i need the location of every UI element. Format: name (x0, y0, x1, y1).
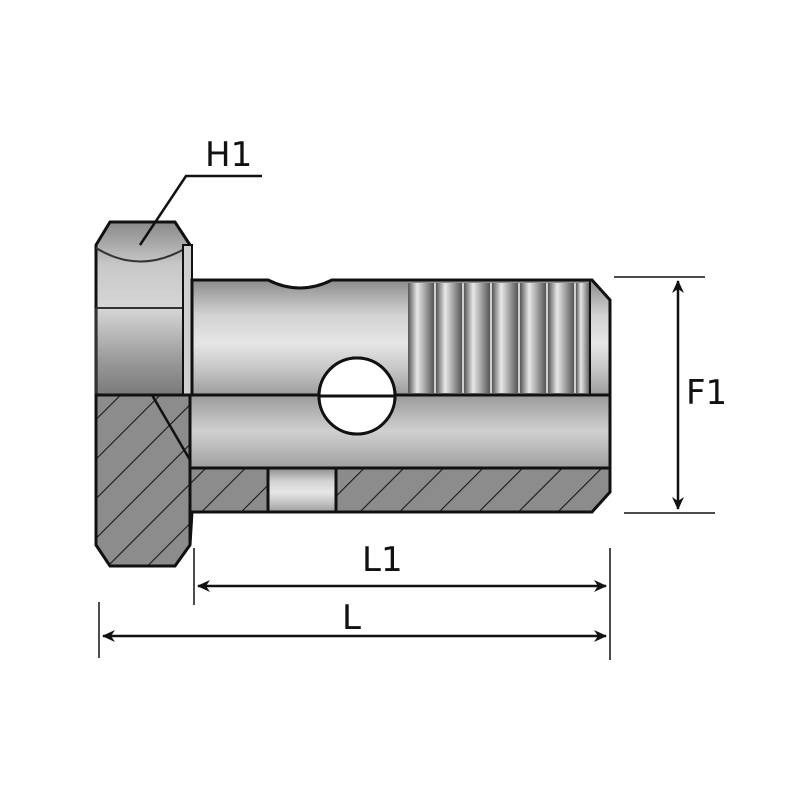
hex-facet-lines (95, 247, 187, 395)
annular-groove (266, 466, 338, 514)
cross-bore-top (317, 356, 397, 398)
section-shank-wall (188, 466, 612, 546)
h1-leader-line (138, 174, 262, 246)
dimension-l: L (98, 598, 607, 658)
dimension-h1: H1 (138, 135, 262, 246)
inner-bore (188, 393, 612, 470)
thread-region (408, 283, 590, 393)
cross-bore-bottom (317, 394, 397, 436)
hex-section-outline (96, 393, 192, 461)
dimension-l1: L1 (193, 540, 611, 660)
dimension-f1: F1 (614, 276, 727, 514)
h1-label: H1 (205, 135, 252, 175)
section-head (94, 393, 192, 568)
f1-label: F1 (686, 373, 727, 413)
l1-label: L1 (362, 540, 403, 580)
hex-head (94, 220, 193, 397)
shank-upper (190, 278, 612, 436)
l-label: L (342, 598, 361, 638)
section-view (94, 356, 612, 568)
